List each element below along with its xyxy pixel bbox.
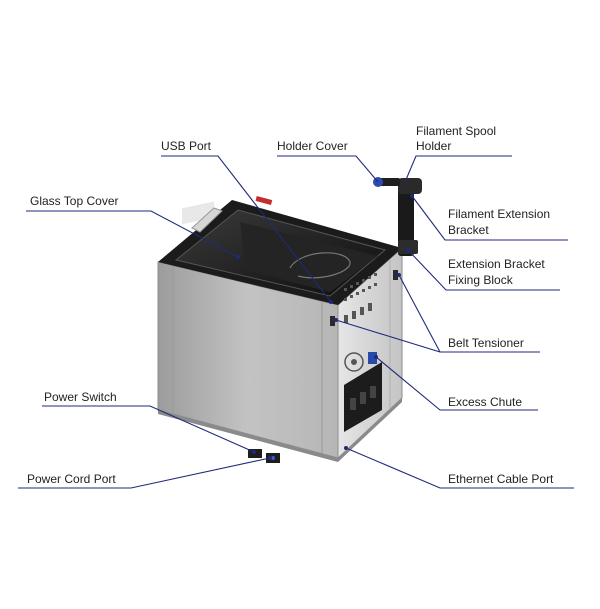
label-ethernet-cable-port: Ethernet Cable Port [448,472,554,486]
label-extension-bracket-fixing-block-line1: Extension Bracket [448,257,545,271]
leader-filament-extension-bracket [411,195,568,241]
label-usb-port: USB Port [161,139,212,153]
leader-power-switch [42,405,255,453]
leader-excess-chute [375,356,538,411]
print-chamber [240,222,378,292]
label-filament-spool-holder-line2: Holder [416,139,452,153]
leader-usb-port [161,155,332,303]
leader-filament-spool-holder [404,155,512,183]
io-port [360,392,366,404]
label-extension-bracket-fixing-block-line2: Fixing Block [448,273,513,287]
label-filament-spool-holder-line1: Filament Spool [416,124,497,138]
fan-hub [351,359,357,365]
leader-power-cord-port [18,457,271,489]
excess-chute-opening [368,352,377,364]
fixing-block [398,240,418,254]
right-face-vents [344,273,377,323]
label-power-switch: Power Switch [44,390,117,404]
leader-extension-bracket-fixing-block [407,249,560,291]
top-accent [255,195,273,205]
fan-grill [344,352,364,372]
label-power-cord-port: Power Cord Port [27,472,116,486]
power-cord-port-hole [271,456,275,460]
label-excess-chute: Excess Chute [448,395,523,409]
extension-bracket-arm [398,186,414,256]
leader-holder-cover [277,155,379,183]
filament-loop [289,252,351,279]
leader-glass-top-cover [26,210,239,258]
label-glass-top-cover: Glass Top Cover [30,194,119,208]
leader-ethernet-cable-port [345,447,574,489]
printer-body [157,195,403,463]
leader-belt-tensioner-left [335,319,441,353]
label-belt-tensioner: Belt Tensioner [448,336,524,350]
io-port [350,398,356,410]
glass-handle [191,207,223,233]
io-port [370,386,376,398]
label-filament-extension-bracket-line2: Bracket [448,223,489,237]
leader-lines [18,155,574,489]
label-filament-extension-bracket-line1: Filament Extension [448,207,551,221]
label-holder-cover: Holder Cover [277,139,348,153]
belt-tensioner-slot-right [393,270,398,280]
spool-holder-hub [398,178,422,194]
spool-axle [378,178,400,186]
belt-tensioner-slot-left [330,316,335,326]
